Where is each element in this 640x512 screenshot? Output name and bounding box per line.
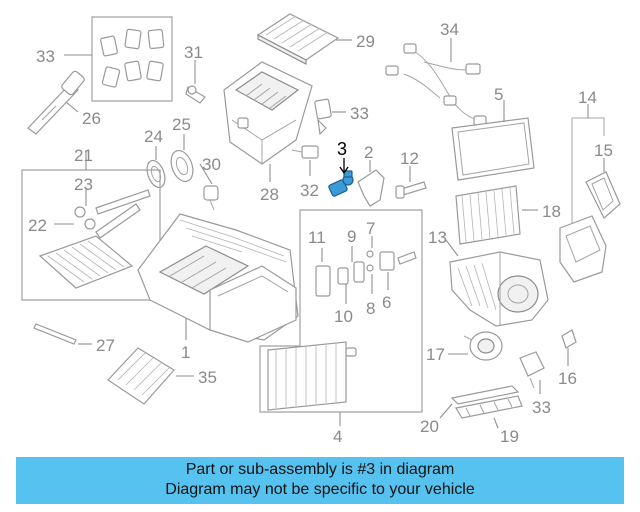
callout-15: 15	[594, 141, 613, 160]
part-4-evaporator-group	[259, 209, 423, 413]
callout-18: 18	[542, 202, 561, 221]
callout-33-top-left: 33	[36, 47, 55, 66]
callout-25: 25	[172, 115, 191, 134]
part-18-filter	[455, 185, 521, 245]
info-banner: Part or sub-assembly is #3 in diagram Di…	[16, 457, 624, 504]
part-30-actuator	[203, 185, 219, 211]
callout-6: 6	[382, 293, 391, 312]
part-34-wiring-harness	[385, 43, 487, 126]
callout-12: 12	[400, 149, 419, 168]
callout-9: 9	[347, 227, 356, 246]
part-28-upper-housing	[223, 61, 313, 165]
part-19-mounting-rail	[455, 395, 523, 419]
callout-26: 26	[82, 109, 101, 128]
callout-23: 23	[74, 175, 93, 194]
callout-19: 19	[500, 427, 519, 446]
exploded-parts-diagram: 33 26 31 29 28 33 32	[21, 13, 621, 446]
callout-31: 31	[184, 43, 203, 62]
part-15-seal-ring	[585, 171, 621, 219]
callout-21: 21	[74, 146, 93, 165]
part-2-bracket	[357, 169, 385, 207]
callout-13: 13	[428, 228, 447, 247]
callout-8: 8	[366, 299, 375, 318]
part-27-rod	[33, 323, 77, 345]
callout-1: 1	[181, 343, 190, 362]
part-35-resistor	[107, 347, 175, 405]
callout-10: 10	[334, 307, 353, 326]
part-32-sensor	[291, 145, 319, 159]
part-33-connector-lower	[519, 351, 545, 389]
callout-17: 17	[426, 345, 445, 364]
part-24-grommet	[146, 159, 166, 189]
part-20-flap	[450, 385, 520, 405]
callout-33-middle: 33	[350, 104, 369, 123]
callout-24: 24	[144, 127, 163, 146]
callout-16: 16	[558, 369, 577, 388]
callout-2: 2	[364, 143, 373, 162]
callout-5: 5	[494, 85, 503, 104]
part-29-filter	[256, 13, 340, 65]
part-13-blower-housing	[449, 251, 549, 327]
part-21-heater-core-group	[21, 169, 161, 301]
banner-line-1: Part or sub-assembly is #3 in diagram	[185, 461, 455, 478]
part-33-sensor-kit	[91, 16, 173, 102]
callout-22: 22	[28, 216, 47, 235]
part-33-connector-middle	[314, 98, 332, 136]
callout-29: 29	[356, 32, 375, 51]
callout-14: 14	[578, 88, 597, 107]
part-17-blower-motor	[463, 331, 503, 361]
callout-30: 30	[202, 155, 221, 174]
part-25-grommet	[170, 149, 194, 183]
callout-20: 20	[420, 417, 439, 436]
part-5-filter-frame	[451, 117, 535, 181]
callout-34: 34	[440, 20, 459, 39]
part-31-clip	[185, 85, 206, 104]
part-12-screw	[395, 181, 427, 199]
callout-4: 4	[333, 427, 342, 446]
part-16-clip	[561, 329, 577, 349]
part-14-cover-group	[559, 117, 607, 283]
part-3-highlighted-sensor	[328, 170, 354, 197]
callout-3-highlighted: 3	[337, 139, 347, 159]
callout-11: 11	[308, 228, 326, 247]
part-1-lower-housing	[137, 213, 299, 343]
part-26-probe	[27, 70, 85, 135]
callout-32: 32	[300, 181, 319, 200]
callout-7: 7	[366, 219, 375, 238]
banner-line-2: Diagram may not be specific to your vehi…	[165, 481, 475, 498]
callout-27: 27	[96, 336, 115, 355]
callout-35: 35	[198, 368, 217, 387]
callout-28: 28	[260, 185, 279, 204]
callout-33-bottom-right: 33	[532, 398, 551, 417]
